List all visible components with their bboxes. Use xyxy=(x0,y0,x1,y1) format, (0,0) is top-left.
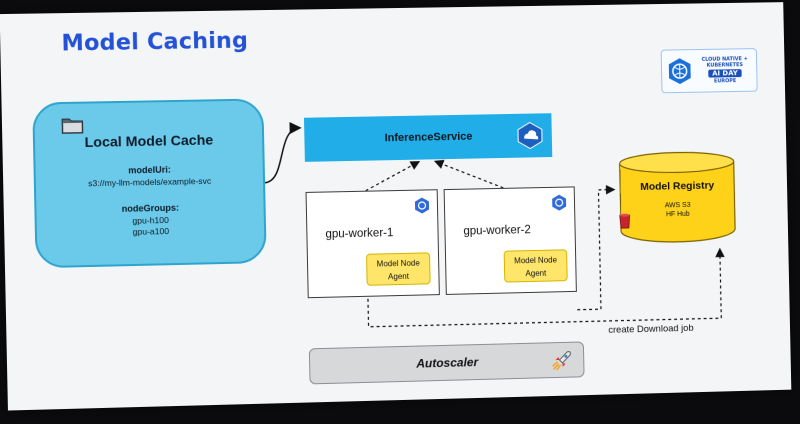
download-job-label: create Download job xyxy=(605,323,696,336)
kubernetes-node-icon xyxy=(413,196,431,214)
kserve-icon xyxy=(516,121,544,149)
worker-node-1: gpu-worker-1 Model Node Agent xyxy=(306,189,440,298)
model-registry: Model Registry AWS S3 HF Hub xyxy=(617,149,737,245)
worker-name: gpu-worker-2 xyxy=(463,224,531,237)
worker2-to-registry-arrow xyxy=(575,190,617,310)
registry-title: Model Registry xyxy=(618,179,736,193)
local-model-cache: Local Model Cache modelUri: s3://my-llm-… xyxy=(32,98,267,268)
model-uri-value: s3://my-llm-models/example-svc xyxy=(36,175,263,190)
inference-service-label: InferenceService xyxy=(384,131,472,145)
worker-name: gpu-worker-1 xyxy=(325,227,393,240)
slide: Model Caching CLOUD NATIVE + KUBERNETES … xyxy=(0,2,791,410)
worker-node-2: gpu-worker-2 Model Node Agent xyxy=(444,186,577,295)
autoscaler-box: Autoscaler xyxy=(309,341,585,384)
worker2-to-isvc-arrow xyxy=(435,160,503,189)
agent-label-line2: Agent xyxy=(505,266,567,280)
agent-label-line2: Agent xyxy=(367,269,429,283)
registry-cylinder xyxy=(617,149,737,245)
autoscaler-label: Autoscaler xyxy=(416,355,478,371)
model-node-agent: Model Node Agent xyxy=(504,249,568,282)
model-node-agent: Model Node Agent xyxy=(366,252,431,285)
inference-service-box: InferenceService xyxy=(304,113,552,162)
s3-bucket-icon xyxy=(619,213,631,229)
folder-icon xyxy=(61,116,84,135)
rocket-icon xyxy=(549,349,573,373)
kubernetes-node-icon xyxy=(550,194,568,212)
cache-to-isvc-arrow xyxy=(264,128,301,183)
worker1-to-isvc-arrow xyxy=(365,162,420,191)
